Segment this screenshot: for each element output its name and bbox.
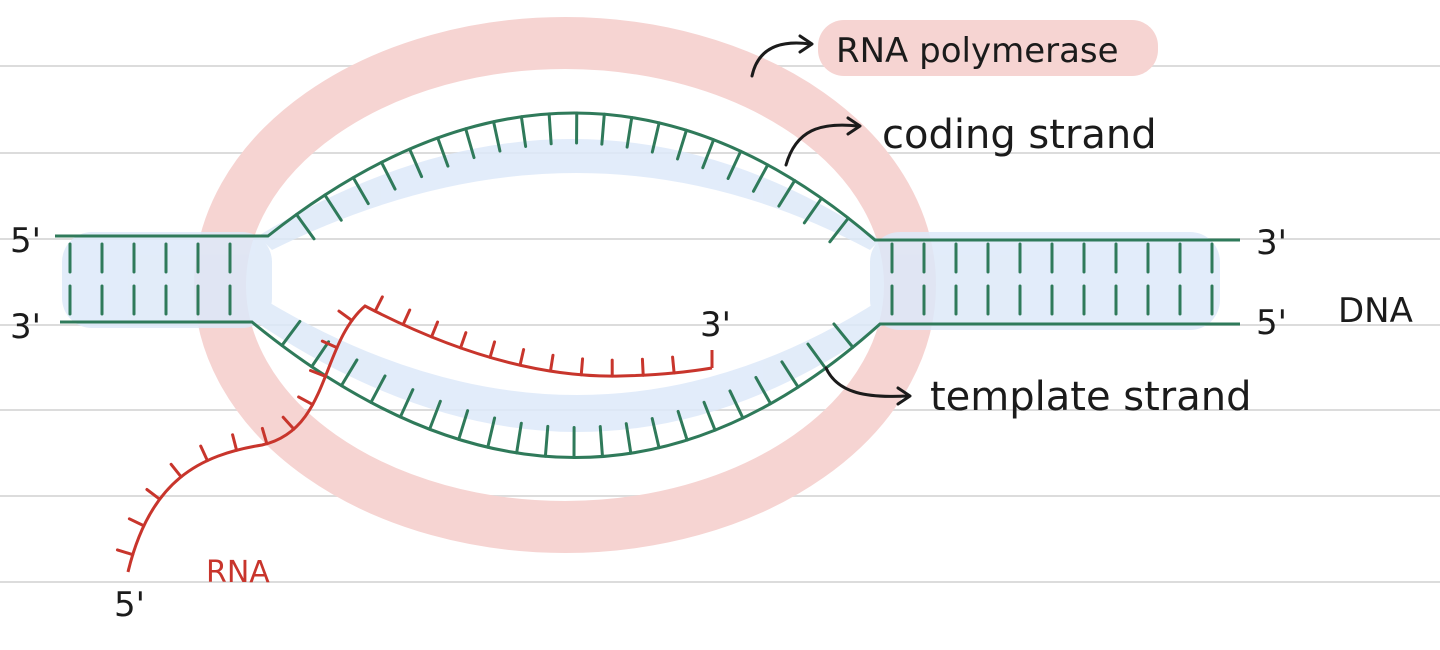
rna-base-tick <box>199 444 209 463</box>
dna-base-tick <box>777 179 797 208</box>
dna-base-tick <box>676 128 688 161</box>
dna-base-tick <box>600 112 606 146</box>
dna-base-tick <box>625 115 634 149</box>
dna-base-tick <box>310 340 331 369</box>
dna-base-tick <box>702 400 717 432</box>
dna-base-tick <box>751 163 770 193</box>
right-bottom-end-label: 5' <box>1256 303 1287 343</box>
rna-polymerase-label-highlight <box>818 20 1158 76</box>
coding-strand-arrow <box>784 123 860 167</box>
dna-base-tick <box>754 375 773 406</box>
dna-base-tick <box>726 149 743 180</box>
dna-base-tick <box>547 112 553 146</box>
template-strand-arrow <box>824 366 910 398</box>
dna-base-tick <box>676 409 689 442</box>
dna-base-tick <box>486 416 497 449</box>
right-top-end-label: 3' <box>1256 223 1287 263</box>
rna-base-tick <box>297 395 315 407</box>
dna-base-tick <box>379 160 397 191</box>
dna-base-tick <box>515 421 523 455</box>
rna-3-end-label: 3' <box>700 305 731 345</box>
dna-base-tick <box>323 193 343 222</box>
rna-base-tick <box>401 308 412 327</box>
rna-base-tick <box>169 462 183 479</box>
dna-base-ticks <box>68 111 1214 459</box>
rna-base-tick <box>518 348 526 367</box>
rna-base-tick <box>260 426 269 446</box>
dna-base-tick <box>650 121 661 154</box>
dna-base-tick <box>339 358 359 388</box>
rna-strand <box>126 304 713 573</box>
dna-base-tick <box>408 147 424 179</box>
dna-base-tick <box>457 409 470 441</box>
dna-base-tick <box>295 212 316 241</box>
dna-base-tick <box>701 138 716 170</box>
dna-base-tick <box>519 115 528 148</box>
dna-base-tick <box>280 319 302 347</box>
rna-base-tick <box>488 340 497 359</box>
dna-base-tick <box>624 422 633 455</box>
rna-base-tick <box>127 517 146 528</box>
rna-base-tick <box>309 369 327 378</box>
annotation-arrows <box>750 34 912 406</box>
rna-base-tick <box>579 357 585 377</box>
rna-label: RNA <box>206 555 270 590</box>
dna-base-tick <box>351 176 370 206</box>
rna-base-ticks <box>115 295 676 557</box>
template-strand-label: template strand <box>930 374 1252 420</box>
dna-base-tick <box>728 389 745 420</box>
rna-base-tick <box>320 339 339 350</box>
rna-polymerase-label: RNA polymerase <box>836 31 1119 71</box>
rna-base-tick <box>231 433 239 452</box>
left-bottom-end-label: 3' <box>10 307 41 347</box>
rna-base-tick <box>459 331 468 350</box>
rna-base-tick <box>640 357 645 377</box>
rna-base-tick <box>337 309 354 323</box>
polymerase-arrow <box>750 41 812 78</box>
dna-base-tick <box>398 388 415 419</box>
rna-base-tick <box>145 487 162 501</box>
dna-base-tick <box>598 425 604 458</box>
dna-label: DNA <box>1338 291 1413 331</box>
dna-base-tick <box>806 342 828 370</box>
rna-base-tick <box>281 415 296 431</box>
dna-base-tick <box>832 322 855 349</box>
dna-base-tick <box>428 399 442 431</box>
dna-base-tick <box>650 417 661 450</box>
rna-base-tick <box>548 353 555 373</box>
dna-base-tick <box>492 120 502 153</box>
dna-base-tick <box>436 136 450 168</box>
rna-base-tick <box>115 548 135 557</box>
dna-base-tick <box>802 196 824 225</box>
dna-base-tick <box>780 360 800 389</box>
rna-base-tick <box>430 320 440 339</box>
coding-strand-label: coding strand <box>882 112 1157 158</box>
rna-base-tick <box>373 295 384 313</box>
rna-base-tick <box>671 355 676 375</box>
dna-base-tick <box>464 127 476 160</box>
dna-base-tick <box>543 424 550 458</box>
dna-base-tick <box>369 374 387 404</box>
rna-5-end-label: 5' <box>114 585 145 625</box>
rna-polymerase-ring <box>194 17 936 553</box>
dna-base-tick <box>828 216 850 244</box>
left-top-end-label: 5' <box>10 221 41 261</box>
